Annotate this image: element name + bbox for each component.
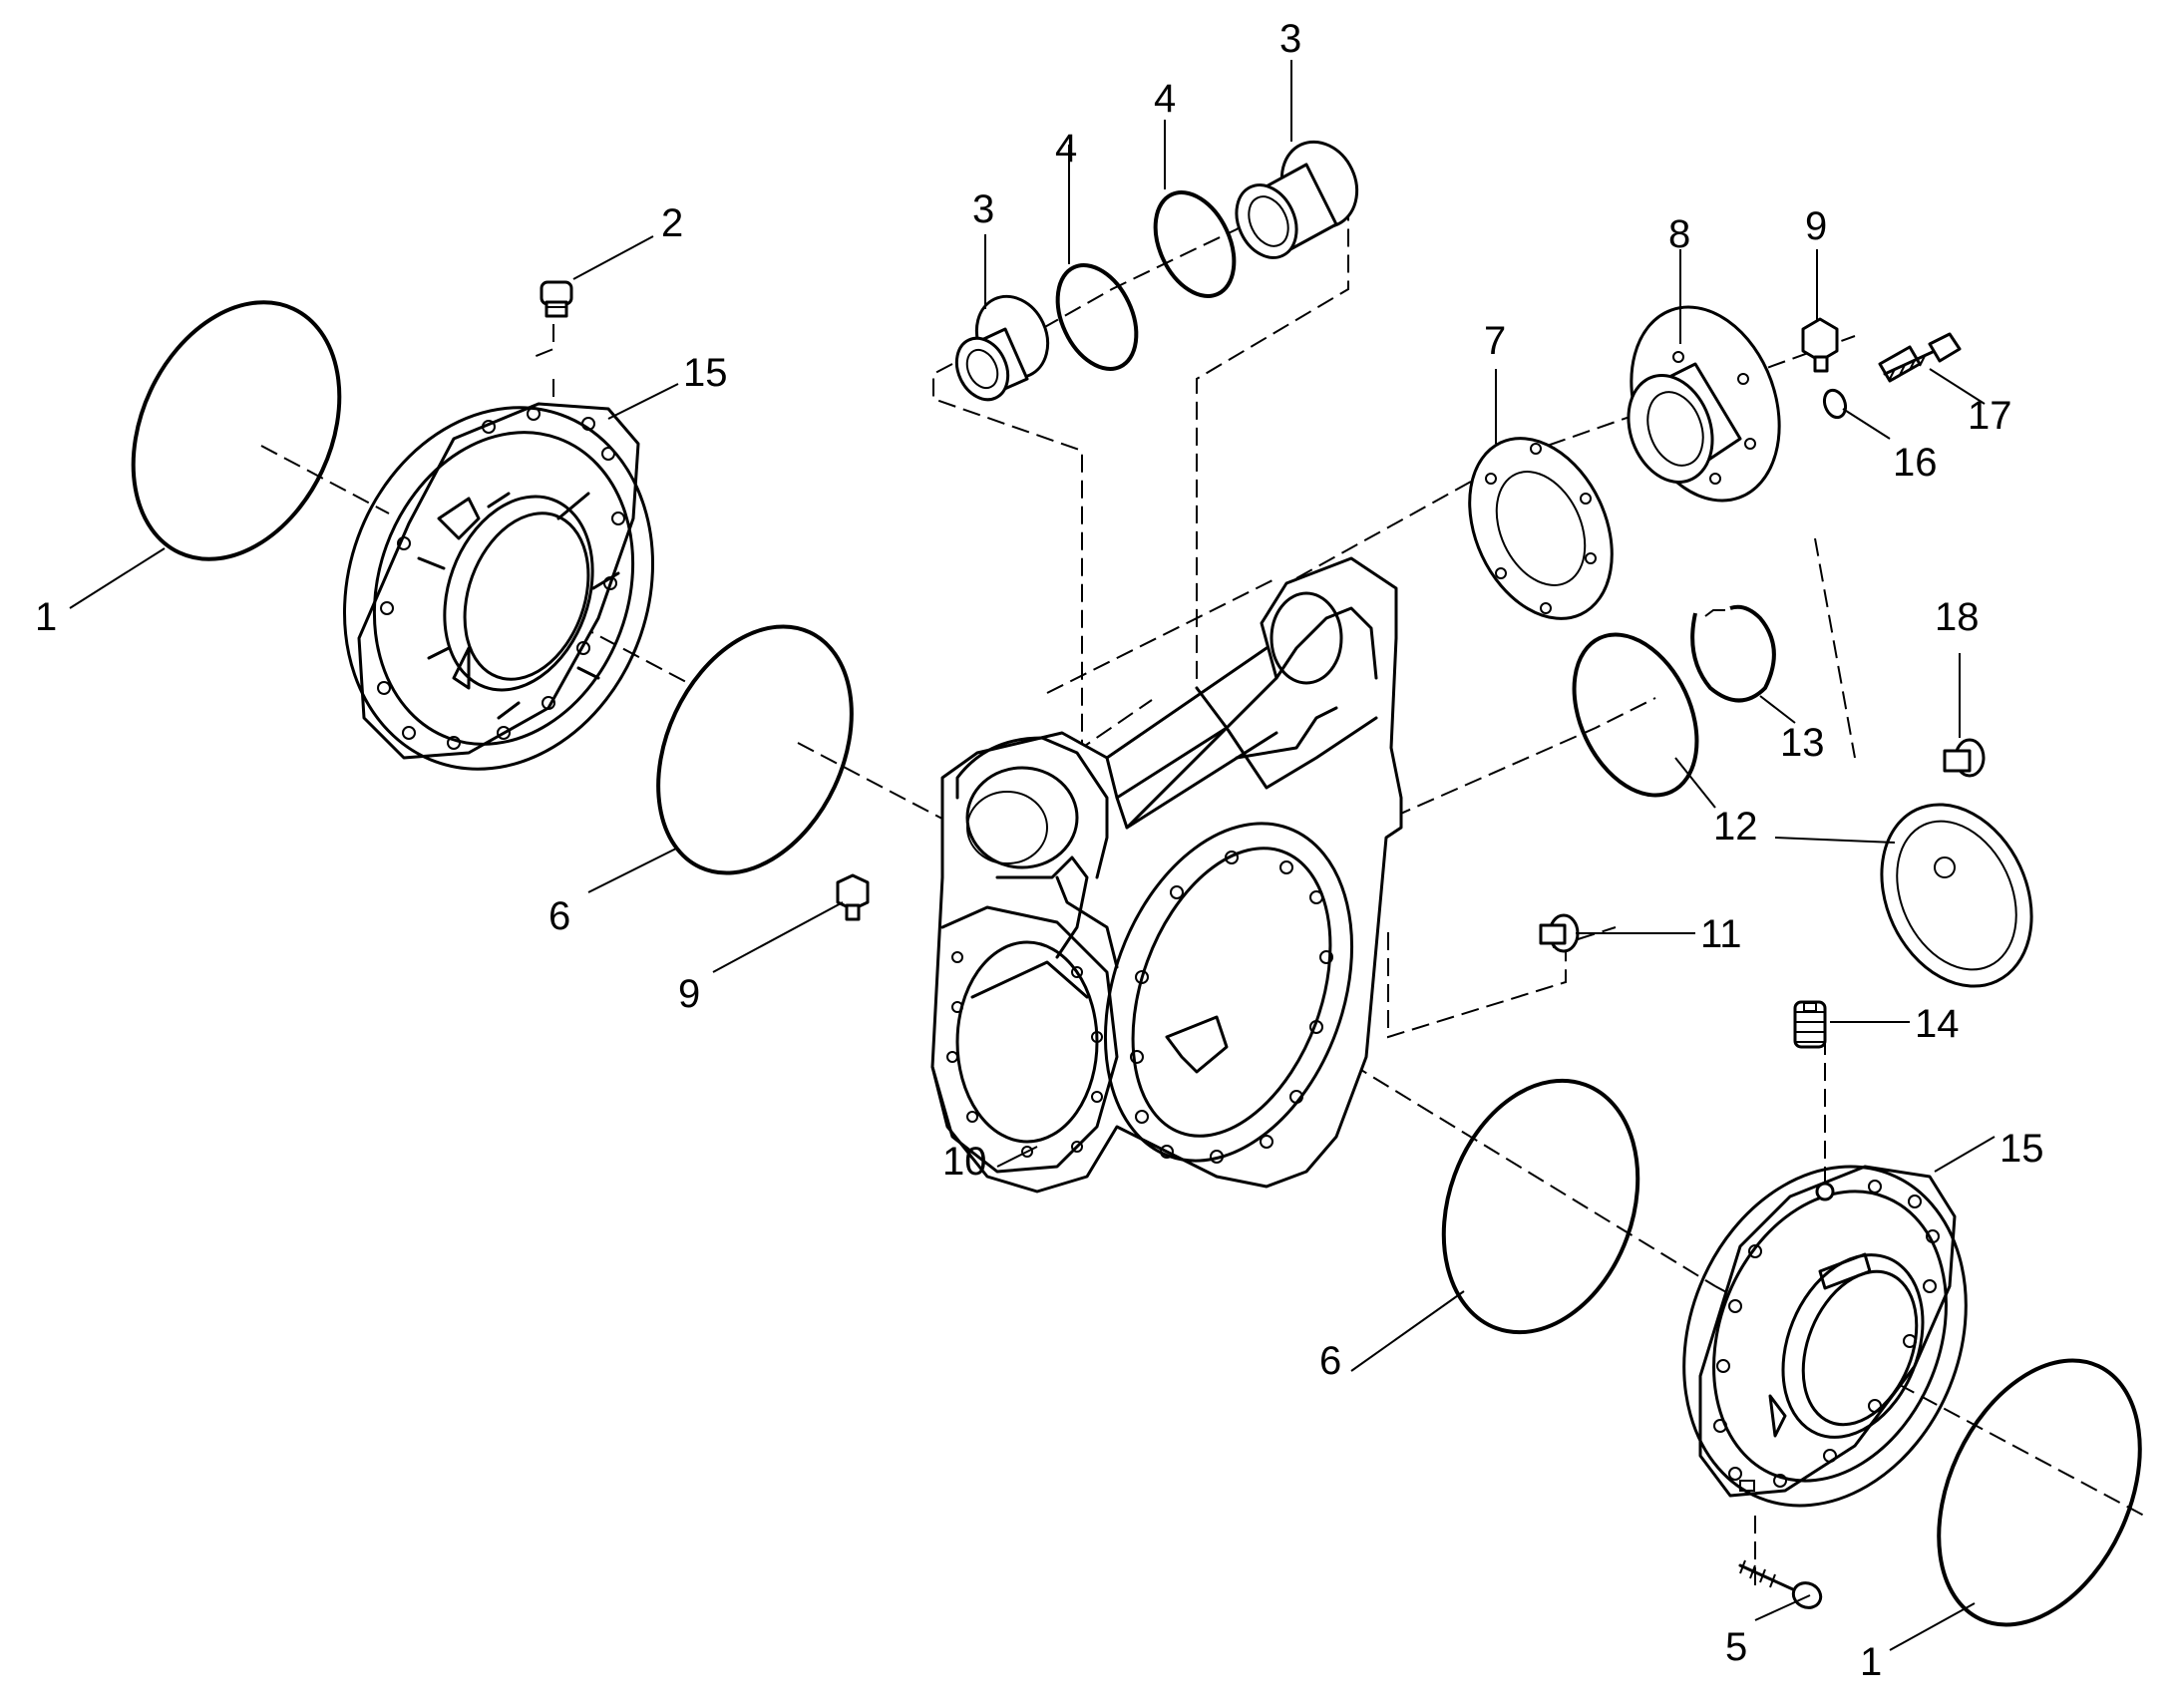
cover-disc	[1880, 803, 2033, 988]
set-screw-part-14	[1793, 1000, 1827, 1049]
callout-11: 11	[1700, 912, 1742, 956]
callout-9-upper: 9	[1805, 204, 1827, 248]
bushing-right	[1235, 140, 1359, 259]
bearing-cover-lower	[1682, 1165, 1968, 1508]
callout-4-left: 4	[1055, 127, 1077, 171]
bushing-left	[954, 294, 1050, 402]
callout-5: 5	[1725, 1625, 1747, 1669]
callout-12: 12	[1713, 805, 1758, 849]
axle-housing	[930, 556, 1403, 1194]
callout-18: 18	[1935, 595, 1980, 639]
callout-3-upper-right: 3	[1279, 17, 1301, 61]
callout-8: 8	[1668, 212, 1690, 256]
snap-ring-part-13	[1690, 604, 1776, 703]
callout-10: 10	[942, 1140, 987, 1184]
callout-16: 16	[1893, 441, 1938, 485]
callout-1-upper: 1	[35, 595, 57, 639]
callout-4-right: 4	[1154, 77, 1176, 121]
o-ring-small-right	[1153, 190, 1237, 298]
callout-1-lower: 1	[1860, 1640, 1882, 1684]
grease-fitting-left	[836, 873, 870, 921]
callout-leaders	[69, 60, 1996, 1651]
flanged-bushing	[1627, 305, 1781, 503]
callout-7: 7	[1484, 319, 1506, 363]
o-ring-medium-lower	[1441, 1078, 1640, 1335]
o-ring-large-left	[131, 300, 342, 561]
callout-17: 17	[1968, 394, 2012, 438]
bolt-part-5	[1738, 1559, 1823, 1609]
callout-2: 2	[661, 201, 683, 245]
o-ring-medium-upper	[656, 624, 854, 875]
callout-6-upper: 6	[548, 894, 570, 938]
plug-part-2	[540, 280, 573, 318]
callout-14: 14	[1915, 1002, 1960, 1046]
callout-3-left: 3	[972, 187, 994, 231]
plug-part-18	[1943, 738, 1986, 778]
washer-part-16	[1822, 388, 1848, 420]
grease-fitting-right	[1801, 317, 1839, 373]
bearing-cover-upper	[342, 402, 655, 771]
callout-9-lower: 9	[678, 972, 700, 1016]
callout-15-lower: 15	[1999, 1127, 2044, 1171]
callout-13: 13	[1780, 721, 1825, 765]
o-ring-large-right	[1937, 1358, 2142, 1627]
callout-labels: 1 2 15 3 4 4 3 8 9 7 17 16 18 13 12 6 9 …	[35, 17, 2044, 1684]
callout-6-lower: 6	[1319, 1339, 1341, 1383]
gasket-plate	[1468, 437, 1614, 620]
callout-15-upper: 15	[683, 351, 728, 395]
retaining-ring-part-12	[1572, 632, 1699, 798]
plug-part-11	[1539, 913, 1580, 953]
bolt-part-17	[1878, 332, 1962, 383]
o-ring-small-left	[1055, 263, 1139, 371]
